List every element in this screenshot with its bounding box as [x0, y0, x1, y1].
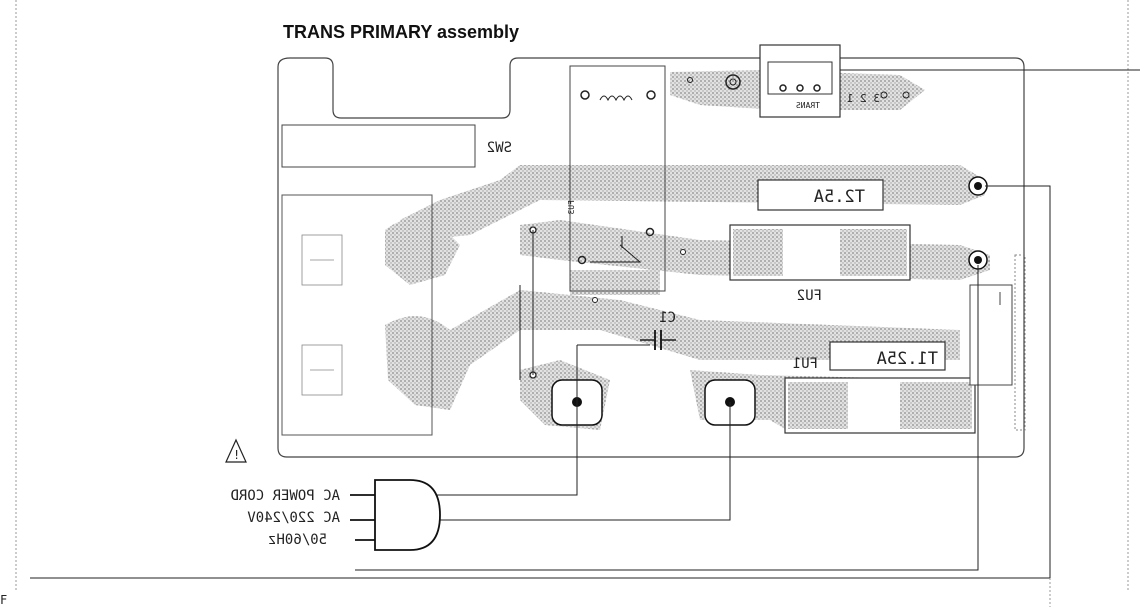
- fu1-rating: T1.25A: [877, 349, 938, 369]
- power-cord-line2: AC 220/240V: [247, 510, 340, 526]
- fu1-ref: FU1: [793, 356, 818, 372]
- fu2-ref: FU2: [797, 288, 822, 304]
- corner-mark: F: [0, 593, 7, 607]
- fuse-fu2: FU2: [729, 224, 911, 304]
- right-connector-strip: [969, 254, 1026, 431]
- fuse-fu1: T1.25A FU1: [784, 341, 976, 434]
- diagram-title: TRANS PRIMARY assembly: [283, 22, 519, 42]
- trans-label: TRANS: [796, 101, 820, 110]
- switch-sw2: SW2: [281, 124, 512, 436]
- caution-symbol: !: [233, 448, 240, 462]
- ac-power-plug: [350, 479, 441, 551]
- capacitor-c1: C1: [640, 310, 676, 350]
- connector-pins: 3 2 1: [847, 92, 880, 105]
- transformer-block: [569, 65, 666, 292]
- power-cord-line3: 50/60Hz: [268, 532, 327, 548]
- fuse-fu3: T2.5A FU3: [567, 179, 884, 215]
- capacitor-label: C1: [659, 310, 676, 326]
- power-cord-labels: AC POWER CORD AC 220/240V 50/60Hz: [230, 488, 340, 548]
- trans-connector: TRANS 3 2 1: [687, 44, 910, 118]
- caution-icon: !: [225, 438, 247, 463]
- fu3-ref: FU3: [567, 200, 576, 215]
- power-cord-line1: AC POWER CORD: [230, 488, 340, 504]
- wires: [30, 69, 1140, 607]
- fu3-rating: T2.5A: [814, 187, 865, 207]
- switch-label: SW2: [487, 140, 512, 156]
